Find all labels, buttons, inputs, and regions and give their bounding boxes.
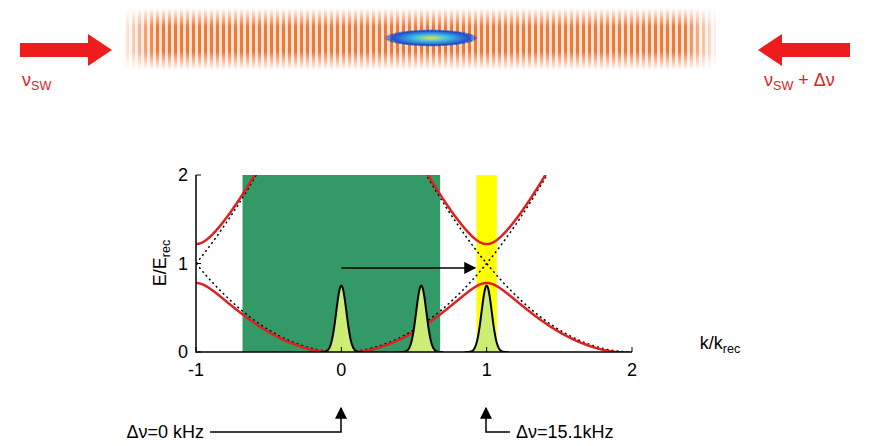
free-parabola: [196, 175, 632, 352]
detuning-label: Δν=15.1kHz: [516, 423, 614, 441]
momentum-peak: [465, 286, 509, 352]
laser-arrow: [20, 34, 112, 66]
axis-title: k/krec: [700, 334, 741, 352]
free-parabola: [196, 175, 632, 352]
green-region: [243, 175, 441, 352]
frequency-label: νSW: [22, 71, 51, 89]
pointer-arrows: [210, 408, 510, 432]
transition-arrow: [341, 267, 475, 269]
band-plot: [196, 0, 632, 353]
momentum-peak: [399, 286, 443, 352]
tick-label: -1: [188, 361, 204, 379]
momentum-peak: [320, 286, 364, 352]
tick-label: 0: [336, 361, 346, 379]
tick-label: 2: [627, 361, 637, 379]
energy-band: [196, 283, 632, 352]
axis-title: E/Erec: [151, 240, 169, 287]
laser-arrow: [758, 34, 850, 66]
tick-label: 2: [178, 166, 188, 184]
standing-wave: [124, 8, 716, 70]
tick-label: 1: [482, 361, 492, 379]
tick-label: 1: [178, 255, 188, 273]
tick-label: 0: [178, 343, 188, 361]
axis: [196, 175, 632, 352]
atom-cloud: [383, 29, 479, 47]
energy-band: [196, 175, 632, 244]
free-parabola: [196, 175, 632, 264]
detuning-label: Δν=0 kHz: [126, 423, 204, 441]
frequency-label: νSW + Δν: [764, 71, 835, 89]
